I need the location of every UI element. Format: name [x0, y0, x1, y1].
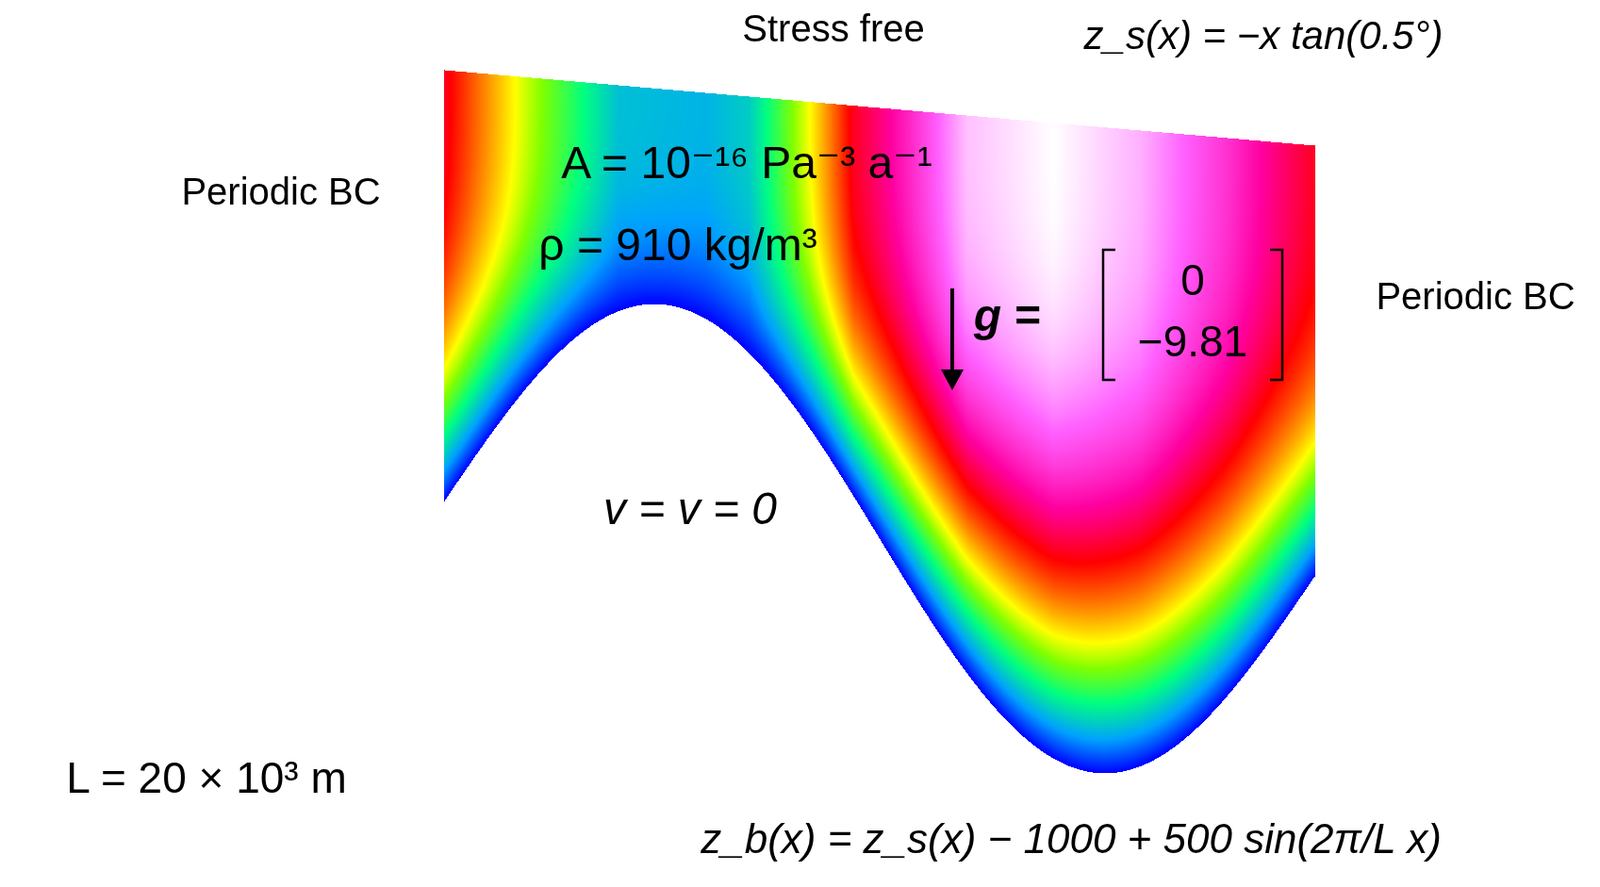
- matrix-bracket: [1270, 249, 1283, 380]
- bed-condition: v = v = 0: [603, 484, 777, 535]
- matrix-entry: 0: [1180, 256, 1205, 305]
- gravity-arrowhead: [940, 369, 964, 391]
- boundary-label: Periodic BC: [181, 170, 380, 213]
- boundary-label: Periodic BC: [1375, 275, 1575, 317]
- matrix-entry: −9.81: [1138, 317, 1248, 366]
- surface-equation: z_s(x) = −x tan(0.5°): [1084, 14, 1444, 58]
- matrix-bracket: [1103, 249, 1116, 380]
- boundary-label: Stress free: [742, 7, 924, 50]
- gravity-label: g =: [973, 291, 1041, 342]
- bed-equation: z_b(x) = z_s(x) − 1000 + 500 sin(2π/L x): [700, 816, 1442, 862]
- parameter-label: A = 10⁻¹⁶ Pa⁻³ a⁻¹: [560, 138, 932, 189]
- gravity-arrow: [950, 288, 955, 374]
- domain-length: L = 20 × 10³ m: [65, 754, 347, 803]
- parameter-label: ρ = 910 kg/m³: [538, 220, 817, 271]
